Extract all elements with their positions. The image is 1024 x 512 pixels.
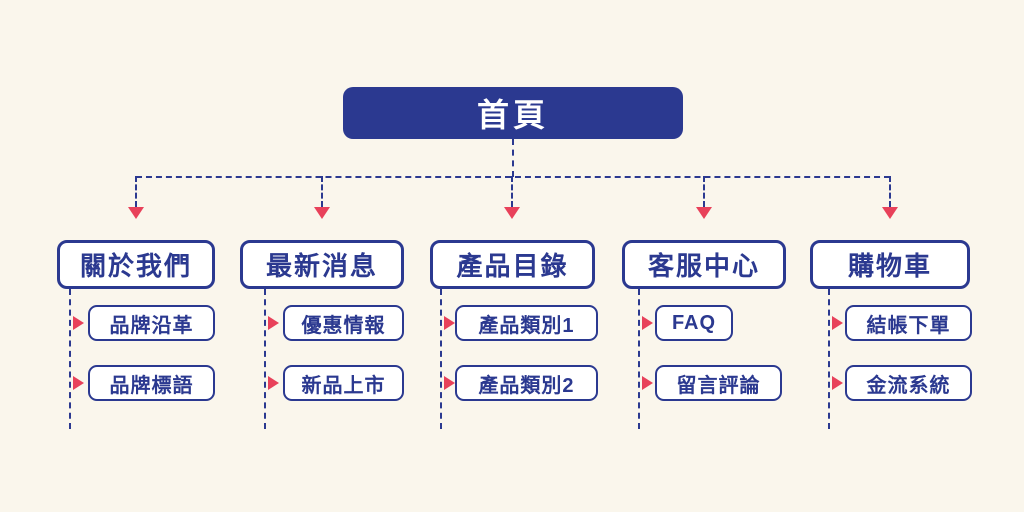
subnode-label: 金流系統 xyxy=(866,374,951,397)
connector-drop-4 xyxy=(703,176,705,207)
category-label: 最新消息 xyxy=(265,251,378,281)
arrow-right-icon xyxy=(444,376,455,390)
subnode-brand-history: 品牌沿革 xyxy=(88,305,215,341)
connector-column-3 xyxy=(440,289,442,429)
category-label: 關於我們 xyxy=(79,251,192,281)
category-label: 產品目錄 xyxy=(456,251,569,281)
subnode-label: 優惠情報 xyxy=(301,314,386,337)
category-label: 客服中心 xyxy=(647,251,760,281)
connector-column-1 xyxy=(69,289,71,429)
connector-column-4 xyxy=(638,289,640,429)
arrow-right-icon xyxy=(268,316,279,330)
subnode-comments: 留言評論 xyxy=(655,365,782,401)
subnode-promo-info: 優惠情報 xyxy=(283,305,404,341)
subnode-product-category-1: 產品類別1 xyxy=(455,305,598,341)
subnode-new-arrivals: 新品上市 xyxy=(283,365,404,401)
category-node-product-catalog: 產品目錄 xyxy=(430,240,595,289)
arrow-down-icon xyxy=(882,207,898,219)
arrow-right-icon xyxy=(642,316,653,330)
category-node-shopping-cart: 購物車 xyxy=(810,240,970,289)
subnode-label: 產品類別1 xyxy=(478,314,575,337)
arrow-right-icon xyxy=(444,316,455,330)
connector-column-2 xyxy=(264,289,266,429)
arrow-right-icon xyxy=(73,376,84,390)
category-label: 購物車 xyxy=(847,251,932,281)
arrow-down-icon xyxy=(504,207,520,219)
arrow-right-icon xyxy=(268,376,279,390)
subnode-label: 品牌標語 xyxy=(109,374,194,397)
subnode-faq: FAQ xyxy=(655,305,733,341)
home-label: 首頁 xyxy=(476,97,549,133)
connector-root-stem xyxy=(512,139,514,177)
arrow-right-icon xyxy=(832,376,843,390)
subnode-checkout: 結帳下單 xyxy=(845,305,972,341)
subnode-label: 品牌沿革 xyxy=(109,314,194,337)
subnode-label: 產品類別2 xyxy=(478,374,575,397)
category-node-customer-service: 客服中心 xyxy=(622,240,786,289)
connector-drop-1 xyxy=(135,176,137,207)
subnode-brand-slogan: 品牌標語 xyxy=(88,365,215,401)
subnode-label: 新品上市 xyxy=(301,374,386,397)
category-node-latest-news: 最新消息 xyxy=(240,240,404,289)
connector-drop-3 xyxy=(511,176,513,207)
arrow-down-icon xyxy=(314,207,330,219)
subnode-product-category-2: 產品類別2 xyxy=(455,365,598,401)
connector-drop-5 xyxy=(889,176,891,207)
category-node-about-us: 關於我們 xyxy=(57,240,215,289)
arrow-down-icon xyxy=(128,207,144,219)
connector-horizontal-bus xyxy=(136,176,890,178)
subnode-label: 留言評論 xyxy=(676,374,761,397)
connector-drop-2 xyxy=(321,176,323,207)
arrow-down-icon xyxy=(696,207,712,219)
home-node: 首頁 xyxy=(343,87,683,139)
arrow-right-icon xyxy=(73,316,84,330)
subnode-label: 結帳下單 xyxy=(866,314,951,337)
subnode-label: FAQ xyxy=(671,311,717,334)
arrow-right-icon xyxy=(832,316,843,330)
connector-column-5 xyxy=(828,289,830,429)
subnode-payment-system: 金流系統 xyxy=(845,365,972,401)
arrow-right-icon xyxy=(642,376,653,390)
